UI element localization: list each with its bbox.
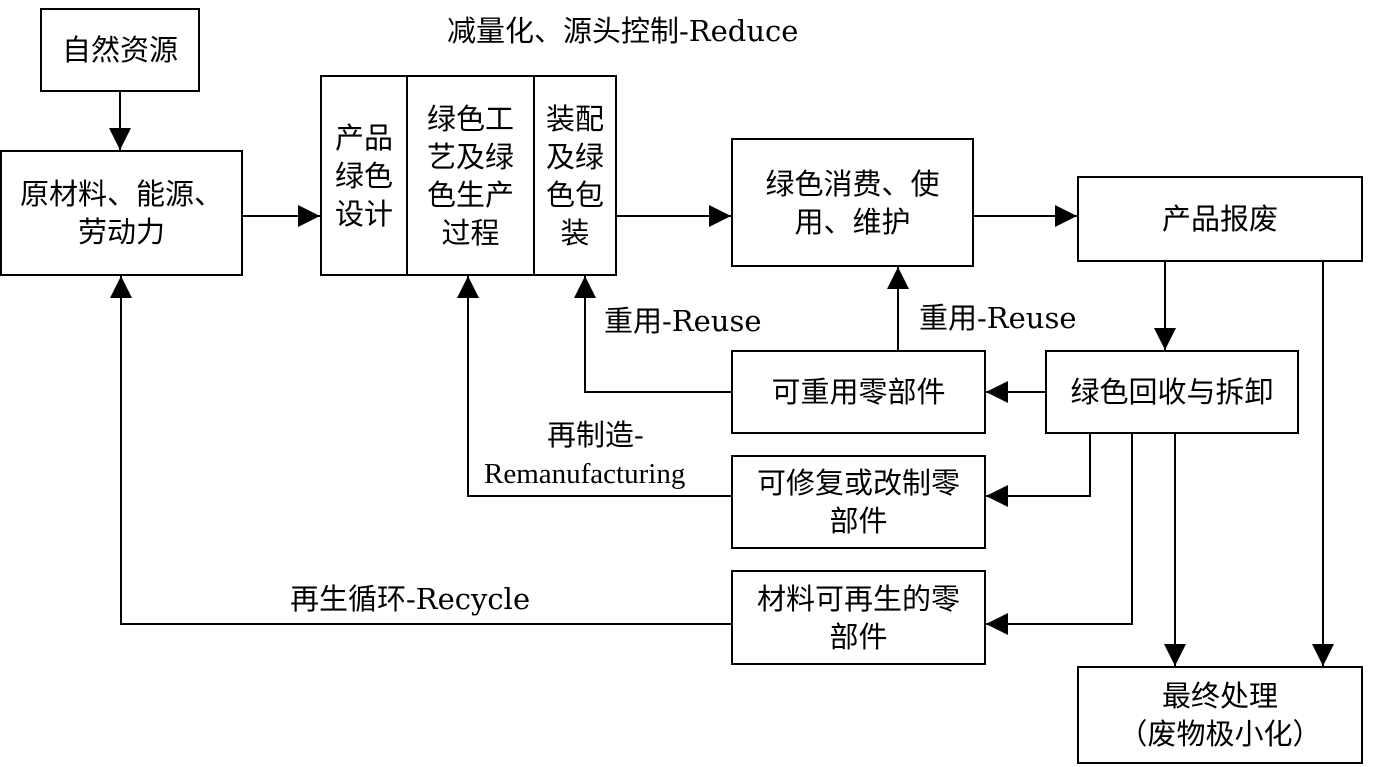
remanufacturing-label-line1: 再制造- bbox=[547, 418, 644, 452]
green-process-cell: 绿色工 艺及绿 色生产 过程 bbox=[406, 77, 533, 274]
green-consumption-line2: 用、维护 bbox=[794, 204, 911, 239]
raw-materials-box: 原材料、能源、 劳动力 bbox=[0, 150, 243, 276]
repairable-parts-line2: 部件 bbox=[829, 504, 888, 538]
green-process-line1: 绿色工 bbox=[426, 101, 514, 136]
reuse-left-label: 重用-Reuse bbox=[604, 304, 762, 338]
green-consumption-line1: 绿色消费、使 bbox=[765, 166, 940, 201]
green-recycle-disassembly-box: 绿色回收与拆卸 bbox=[1045, 350, 1299, 434]
reusable-parts-box: 可重用零部件 bbox=[731, 350, 986, 434]
natural-resources-box: 自然资源 bbox=[40, 8, 200, 92]
arrow-disassembly-to-recyclable bbox=[986, 434, 1133, 635]
green-recycle-disassembly-label: 绿色回收与拆卸 bbox=[1070, 375, 1274, 409]
final-treatment-line2: （废物极小化） bbox=[1118, 717, 1322, 751]
green-design-line1: 产品 bbox=[334, 120, 393, 155]
green-packaging-line2: 及绿 bbox=[545, 139, 604, 174]
remanufacturing-label-line2: Remanufacturing bbox=[484, 458, 686, 490]
green-consumption-box: 绿色消费、使 用、维护 bbox=[731, 138, 974, 267]
recyclable-material-parts-line1: 材料可再生的零 bbox=[756, 581, 960, 616]
recycle-label: 再生循环-Recycle bbox=[290, 582, 531, 616]
arrow-reusable-to-packaging bbox=[574, 276, 733, 393]
recyclable-material-parts-box: 材料可再生的零 部件 bbox=[731, 570, 986, 665]
product-scrap-box: 产品报废 bbox=[1077, 176, 1363, 262]
green-packaging-line1: 装配 bbox=[545, 101, 604, 136]
production-group-box: 产品 绿色 设计 绿色工 艺及绿 色生产 过程 装配 及绿 色包 装 bbox=[320, 75, 617, 276]
arrow-repairable-to-process bbox=[457, 276, 733, 497]
green-process-line2: 艺及绿 bbox=[426, 139, 514, 174]
green-packaging-line4: 装 bbox=[560, 215, 590, 250]
reduce-label: 减量化、源头控制-Reduce bbox=[447, 14, 799, 48]
green-design-line3: 设计 bbox=[334, 196, 393, 231]
green-process-line3: 色生产 bbox=[426, 177, 514, 212]
repairable-parts-line1: 可修复或改制零 bbox=[756, 466, 960, 500]
natural-resources-label: 自然资源 bbox=[61, 33, 178, 67]
reuse-right-label: 重用-Reuse bbox=[919, 301, 1077, 335]
arrow-disassembly-to-repairable bbox=[986, 434, 1091, 507]
green-design-cell: 产品 绿色 设计 bbox=[322, 77, 406, 274]
green-packaging-line3: 色包 bbox=[545, 177, 604, 212]
reusable-parts-label: 可重用零部件 bbox=[771, 375, 946, 409]
recyclable-material-parts-line2: 部件 bbox=[829, 619, 888, 654]
raw-materials-label-line2: 劳动力 bbox=[77, 215, 165, 249]
final-treatment-line1: 最终处理 bbox=[1161, 679, 1278, 713]
green-design-line2: 绿色 bbox=[334, 158, 393, 193]
repairable-parts-box: 可修复或改制零 部件 bbox=[731, 455, 986, 549]
green-process-line4: 过程 bbox=[441, 215, 500, 250]
arrow-recyclable-to-raw bbox=[110, 276, 733, 625]
final-treatment-box: 最终处理 （废物极小化） bbox=[1077, 666, 1363, 764]
product-scrap-label: 产品报废 bbox=[1161, 202, 1278, 236]
raw-materials-label-line1: 原材料、能源、 bbox=[19, 177, 223, 211]
green-packaging-cell: 装配 及绿 色包 装 bbox=[533, 77, 615, 274]
